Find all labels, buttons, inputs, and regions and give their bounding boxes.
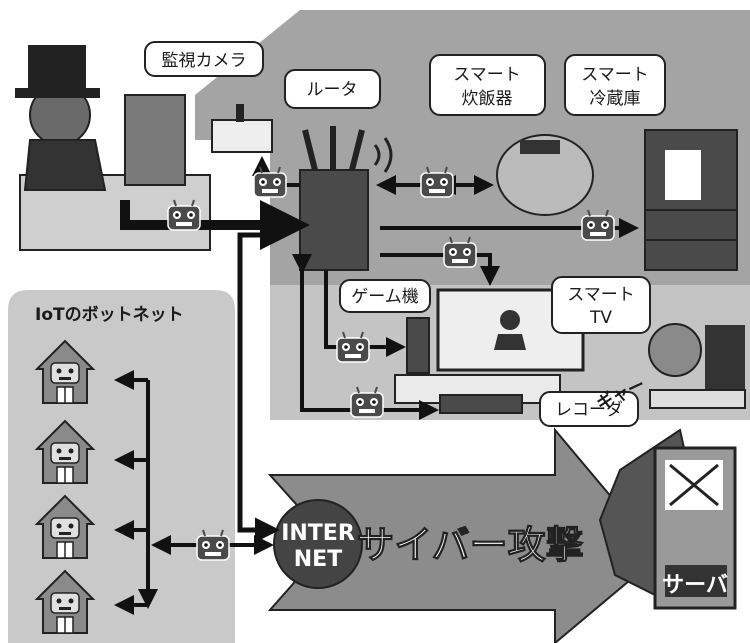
camera-device — [211, 104, 273, 153]
rice-cooker-label-2: 炊飯器 — [462, 89, 513, 109]
server-device — [598, 428, 737, 610]
user-pc — [648, 323, 746, 409]
fridge-label-2: 冷蔵庫 — [590, 89, 641, 109]
recorder-callout — [539, 391, 639, 427]
game-console-device — [406, 317, 430, 374]
rice-cooker-device — [496, 134, 594, 216]
server-label: サーバ — [662, 573, 728, 598]
camera-callout — [144, 41, 264, 77]
fridge-label-1: スマート — [581, 65, 649, 85]
rice-cooker-label-1: スマート — [453, 65, 521, 85]
router-device — [299, 126, 393, 271]
tv-callout — [551, 276, 651, 334]
camera-label: 監視カメラ — [162, 51, 247, 71]
router-callout — [284, 69, 381, 109]
game-callout — [339, 279, 431, 313]
recorder-device — [439, 394, 523, 414]
fridge-callout — [564, 54, 666, 116]
game-label: ゲーム機 — [351, 287, 419, 307]
recorder-label: レコーダ — [555, 400, 623, 420]
internet-label-2: NET — [294, 547, 342, 572]
tv-label-1: スマート — [567, 285, 635, 305]
botnet-title: IoTのボットネット — [35, 305, 184, 325]
router-label: ルータ — [307, 80, 358, 100]
internet-globe — [273, 499, 363, 589]
internet-label-1: INTER — [281, 521, 355, 546]
tv-label-2: TV — [589, 308, 612, 328]
attack-label: サイバー攻撃 — [356, 523, 583, 567]
rice-cooker-callout — [429, 54, 546, 116]
fridge-device — [644, 129, 738, 271]
